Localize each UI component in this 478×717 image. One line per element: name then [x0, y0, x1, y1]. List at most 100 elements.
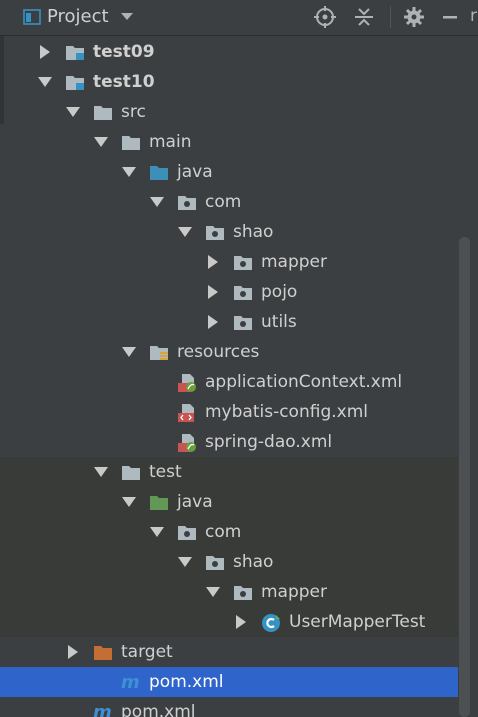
tree-row-label: UserMapperTest — [289, 612, 426, 632]
test-root-folder-icon — [149, 493, 169, 511]
crosshair-icon[interactable] — [313, 5, 337, 29]
expand-arrow-down-icon[interactable] — [37, 74, 53, 90]
tree-row-label: shao — [233, 552, 274, 572]
test-class-icon — [261, 613, 281, 632]
expand-arrow-down-icon[interactable] — [149, 194, 165, 210]
tree-row[interactable]: utils — [0, 307, 458, 337]
tree-row[interactable]: java — [0, 487, 458, 517]
expand-arrow-down-icon[interactable] — [205, 584, 221, 600]
project-toolbar: Project r — [0, 0, 478, 36]
tree-row[interactable]: UserMapperTest — [0, 607, 458, 637]
tree-row-label: pojo — [261, 282, 298, 302]
expand-arrow-right-icon[interactable] — [65, 644, 81, 660]
overflow-text: r — [470, 6, 477, 26]
tree-row[interactable]: shao — [0, 217, 458, 247]
tree-row[interactable]: src — [0, 97, 458, 127]
expand-arrow-down-icon[interactable] — [177, 224, 193, 240]
package-icon — [205, 223, 225, 241]
toolbar-divider — [390, 6, 391, 28]
tree-row-label: mybatis-config.xml — [205, 402, 368, 422]
expand-arrow-down-icon[interactable] — [65, 104, 81, 120]
expand-arrow-down-icon[interactable] — [149, 524, 165, 540]
expand-arrow-down-icon[interactable] — [93, 464, 109, 480]
tree-row-label: test09 — [93, 42, 155, 62]
tree-row[interactable]: shao — [0, 547, 458, 577]
tree-row-label: spring-dao.xml — [205, 432, 333, 452]
maven-file-icon: m — [93, 702, 113, 717]
minimize-icon[interactable] — [441, 5, 459, 29]
package-icon — [233, 283, 253, 301]
svg-text:m: m — [121, 673, 140, 691]
tree-row[interactable]: pojo — [0, 277, 458, 307]
expand-arrow-right-icon[interactable] — [233, 614, 249, 630]
package-icon — [205, 553, 225, 571]
package-icon — [177, 523, 197, 541]
tree-row-label: java — [177, 162, 213, 182]
tree-row-label: mapper — [261, 582, 328, 602]
tree-row[interactable]: com — [0, 187, 458, 217]
expand-arrow-down-icon[interactable] — [177, 554, 193, 570]
tree-row[interactable]: mapper — [0, 577, 458, 607]
expand-arrow-right-icon[interactable] — [37, 44, 53, 60]
expand-arrow-down-icon[interactable] — [121, 494, 137, 510]
project-view-title[interactable]: Project — [47, 6, 109, 27]
gutter-edge — [0, 36, 4, 124]
tree-row-label: src — [121, 102, 146, 122]
tree-row[interactable]: spring-dao.xml — [0, 427, 458, 457]
spring-xml-file-icon — [177, 373, 197, 392]
tree-row-label: mapper — [261, 252, 328, 272]
project-window-icon[interactable] — [22, 5, 42, 29]
tree-row-label: pom.xml — [121, 702, 196, 717]
tree-row-label: applicationContext.xml — [205, 372, 403, 392]
tree-row-label: shao — [233, 222, 274, 242]
tree-row-label: test — [149, 462, 182, 482]
collapse-all-icon[interactable] — [352, 5, 376, 29]
svg-text:m: m — [93, 703, 112, 717]
spring-xml-file-icon — [177, 433, 197, 452]
module-folder-icon — [65, 43, 85, 61]
tree-row-label: main — [149, 132, 192, 152]
folder-icon — [121, 463, 141, 481]
tree-row-label: utils — [261, 312, 297, 332]
tree-row[interactable]: applicationContext.xml — [0, 367, 458, 397]
tree-row[interactable]: com — [0, 517, 458, 547]
tree-row[interactable]: mapper — [0, 247, 458, 277]
expand-arrow-right-icon[interactable] — [205, 254, 221, 270]
tree-row[interactable]: test — [0, 457, 458, 487]
excluded-folder-icon — [93, 643, 113, 661]
expand-arrow-right-icon[interactable] — [205, 314, 221, 330]
tree-row[interactable]: java — [0, 157, 458, 187]
scrollbar-thumb[interactable] — [459, 237, 470, 717]
package-icon — [233, 253, 253, 271]
tree-row[interactable]: test10 — [0, 67, 458, 97]
expand-arrow-down-icon[interactable] — [121, 164, 137, 180]
tree-row-label: com — [205, 192, 242, 212]
xml-file-icon — [177, 403, 197, 422]
tree-row-label: com — [205, 522, 242, 542]
tree-row-label: resources — [177, 342, 260, 362]
tree-row-label: pom.xml — [149, 672, 224, 692]
tree-row[interactable]: m pom.xml — [0, 667, 458, 697]
expand-arrow-down-icon[interactable] — [93, 134, 109, 150]
expand-arrow-down-icon[interactable] — [121, 344, 137, 360]
folder-icon — [121, 133, 141, 151]
package-icon — [177, 193, 197, 211]
tree-row[interactable]: resources — [0, 337, 458, 367]
maven-file-icon: m — [121, 672, 141, 693]
tree-row-label: test10 — [93, 72, 155, 92]
tree-row[interactable]: m pom.xml — [0, 697, 458, 717]
tree-row-label: target — [121, 642, 173, 662]
tree-row[interactable]: test09 — [0, 37, 458, 67]
source-root-folder-icon — [149, 163, 169, 181]
expand-arrow-right-icon[interactable] — [205, 284, 221, 300]
tree-row[interactable]: mybatis-config.xml — [0, 397, 458, 427]
chevron-down-icon[interactable] — [118, 5, 136, 29]
tree-row-label: java — [177, 492, 213, 512]
tree-row[interactable]: target — [0, 637, 458, 667]
package-icon — [233, 313, 253, 331]
module-folder-icon — [65, 73, 85, 91]
tree-row[interactable]: main — [0, 127, 458, 157]
resources-folder-icon — [149, 343, 169, 361]
gear-icon[interactable] — [402, 5, 426, 29]
